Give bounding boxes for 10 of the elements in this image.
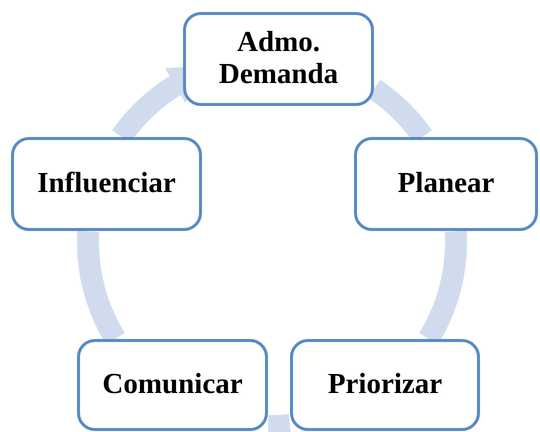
node-label: Admo. Demanda <box>218 27 340 91</box>
node-label: Planear <box>398 168 494 200</box>
process-box <box>183 12 374 106</box>
process-box <box>77 339 268 431</box>
node-label: Comunicar <box>102 369 243 401</box>
process-box <box>354 137 538 231</box>
process-box <box>11 137 202 231</box>
process-box <box>290 339 480 431</box>
node-label: Influenciar <box>37 168 176 200</box>
node-label: Priorizar <box>328 369 442 401</box>
